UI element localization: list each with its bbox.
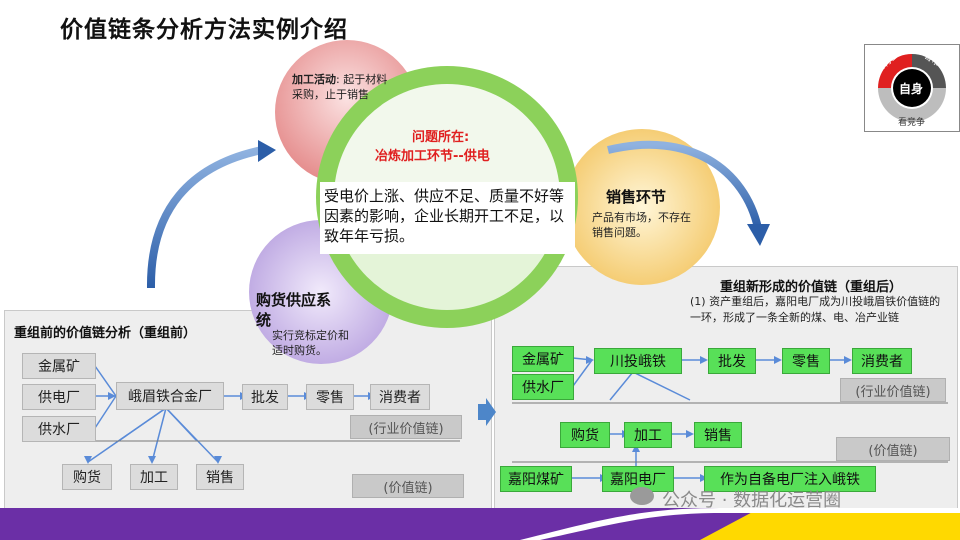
after-func-process: 加工 <box>624 422 672 448</box>
processing-desc: : 起于材料采购，止于销售 <box>292 73 388 101</box>
after-chain-consumer: 消费者 <box>852 348 912 374</box>
compass-center: 自身 <box>899 82 924 96</box>
after-func-sales: 销售 <box>694 422 742 448</box>
page-title: 价值链条分析方法实例介绍 <box>60 17 348 43</box>
before-func-sales: 销售 <box>196 464 244 490</box>
sales-circle <box>564 129 720 285</box>
watermark-text: 公众号 · 数据化运营圈 <box>662 490 842 511</box>
before-source-water: 供水厂 <box>22 416 96 442</box>
wechat-icon <box>630 487 654 505</box>
after-industry-tag: (行业价值链) <box>840 378 946 402</box>
after-heading: 重组新形成的价值链（重组后） <box>720 280 903 295</box>
before-chain-consumer: 消费者 <box>370 384 430 410</box>
before-func-purchase: 购货 <box>62 464 112 490</box>
sales-desc: 产品有市场，不存在销售问题。 <box>592 211 691 239</box>
center-description: 受电价上涨、供应不足、质量不好等因素的影响，企业长期开工不足，以致年年亏损。 <box>324 187 565 245</box>
before-source-metal: 金属矿 <box>22 353 96 379</box>
purchase-desc: 实行竞标定价和适时购货。 <box>272 329 349 357</box>
before-chain-retail: 零售 <box>306 384 354 410</box>
before-chain-wholesale: 批发 <box>242 384 288 410</box>
purchase-title: 购货供应系统 <box>256 291 332 329</box>
after-bottom-coal: 嘉阳煤矿 <box>500 466 572 492</box>
compass-ring-icon <box>878 54 946 122</box>
after-value-tag: (价值链) <box>836 437 950 461</box>
before-heading: 重组前的价值链分析（重组前） <box>14 326 197 341</box>
sales-title: 销售环节 <box>606 188 667 206</box>
processing-text: 加工活动: 起于材料采购，止于销售 <box>292 72 388 102</box>
after-chain-wholesale: 批发 <box>708 348 756 374</box>
after-func-purchase: 购货 <box>560 422 610 448</box>
processing-title: 加工活动 <box>292 73 336 86</box>
before-industry-tag: (行业价值链) <box>350 415 462 439</box>
after-description: (1) 资产重组后，嘉阳电厂成为川投峨眉铁价值链的一环，形成了一条全新的煤、电、… <box>690 295 941 324</box>
before-value-tag: (价值链) <box>352 474 464 498</box>
after-bottom-inject: 作为自备电厂注入峨铁 <box>704 466 876 492</box>
left-curved-arrow <box>146 146 263 289</box>
compass-bottom: 看竞争 <box>898 118 926 128</box>
before-main: 峨眉铁合金厂 <box>116 382 224 410</box>
problem-label: 问题所在: <box>412 130 470 145</box>
after-chain-retail: 零售 <box>782 348 830 374</box>
after-main: 川投峨铁 <box>594 348 682 374</box>
after-source-metal: 金属矿 <box>512 346 574 372</box>
problem-detail: 冶炼加工环节--供电 <box>375 149 490 164</box>
after-source-water: 供水厂 <box>512 374 574 400</box>
before-func-process: 加工 <box>130 464 178 490</box>
footer-band <box>0 508 960 540</box>
before-source-power: 供电厂 <box>22 384 96 410</box>
compass-widget: 看行业 看市场 看竞争 自身 <box>864 44 960 132</box>
